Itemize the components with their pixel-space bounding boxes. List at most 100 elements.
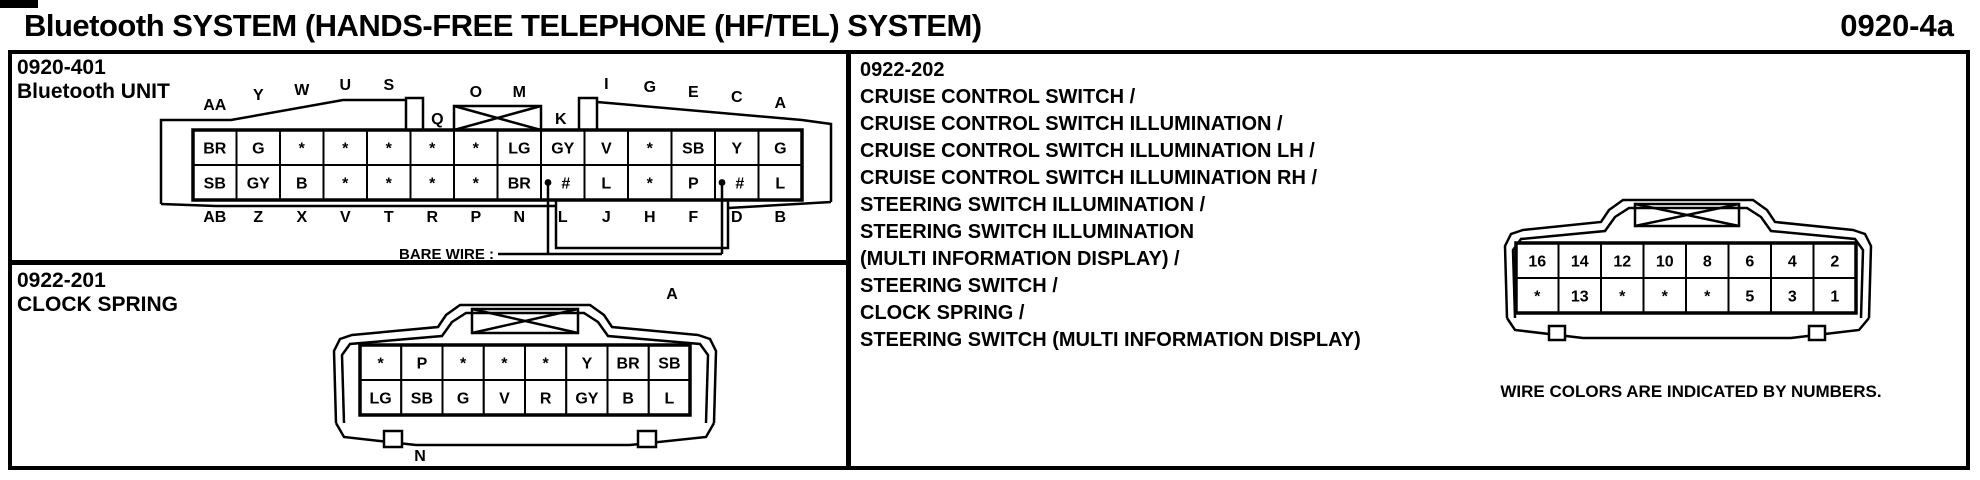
pin-letter: O — [470, 84, 482, 101]
connector-code: 0920-401 — [17, 56, 106, 79]
pin-letters-top: AA Y W U S Q O M K I G E C A — [203, 76, 786, 128]
steering-connector-diagram: 16 14 12 10 8 6 4 2 * 13 * * * 5 3 — [1503, 198, 1873, 342]
wire-color: * — [299, 141, 306, 158]
wire-color: # — [735, 176, 744, 193]
wire-number: 5 — [1745, 289, 1754, 306]
wire-number: * — [1662, 289, 1669, 306]
page-code: 0920-4a — [1840, 8, 1954, 43]
wire-number: * — [1704, 289, 1711, 306]
wire-color: GY — [575, 391, 598, 408]
connector-name: Bluetooth UNIT — [17, 80, 170, 103]
panel-clock-spring: 0922-201 CLOCK SPRING — [12, 265, 846, 466]
wire-color: * — [473, 141, 480, 158]
wire-color: * — [342, 176, 349, 193]
pin-letter: I — [604, 76, 608, 93]
pin-letter: P — [470, 209, 481, 226]
wire-color: L — [601, 176, 611, 193]
pin-letter: J — [602, 209, 611, 226]
pin-letter: Z — [253, 209, 263, 226]
wire-color: * — [429, 176, 436, 193]
pin-letter: L — [558, 209, 568, 226]
connector-usage-list: 0922-202 CRUISE CONTROL SWITCH / CRUISE … — [860, 57, 1361, 354]
wire-color-row-top: * P * * * Y BR SB — [377, 356, 680, 373]
usage-line: STEERING SWITCH ILLUMINATION / — [860, 194, 1206, 216]
connector-outline — [159, 96, 833, 250]
wire-color: SB — [658, 356, 680, 373]
connector-code: 0922-201 — [17, 269, 106, 292]
wire-number: 16 — [1528, 254, 1546, 271]
pin-letter: S — [383, 77, 394, 94]
wire-color: * — [473, 176, 480, 193]
wire-color-row-top: BR G * * * * * LG GY V * SB Y G — [203, 141, 786, 158]
wire-color: * — [342, 141, 349, 158]
wire-color: B — [622, 391, 634, 408]
pin-letter: AA — [203, 97, 227, 114]
pin-cells — [1514, 241, 1858, 315]
usage-line: CLOCK SPRING / — [860, 302, 1025, 324]
wire-color: SB — [411, 391, 433, 408]
wire-color: L — [775, 176, 785, 193]
bare-wire-label: BARE WIRE : — [399, 246, 494, 263]
pin-letter: B — [775, 209, 787, 226]
pin-letter: X — [296, 209, 307, 226]
wire-color: * — [429, 141, 436, 158]
wire-number: 10 — [1656, 254, 1674, 271]
wire-number: 3 — [1788, 289, 1797, 306]
diagram-frame: 0920-401 Bluetooth UNIT — [8, 50, 1970, 470]
pin-letter: K — [555, 111, 567, 128]
wire-color: * — [460, 356, 467, 373]
wire-color: BR — [203, 141, 227, 158]
pin-cells — [191, 128, 804, 202]
pin-letter: A — [775, 95, 787, 112]
wire-number: 13 — [1571, 289, 1589, 306]
connector-outline — [1503, 198, 1873, 342]
wire-number: 4 — [1788, 254, 1797, 271]
pin-letter: C — [731, 89, 743, 106]
pin-letter-a: A — [666, 286, 678, 303]
wire-color: BR — [508, 176, 532, 193]
pin-letter: U — [340, 77, 352, 94]
wire-color: P — [417, 356, 428, 373]
wire-color: * — [647, 176, 654, 193]
wire-color: * — [542, 356, 549, 373]
wire-color: G — [774, 141, 786, 158]
usage-line: CRUISE CONTROL SWITCH / — [860, 86, 1136, 108]
wire-color: * — [501, 356, 508, 373]
usage-line: CRUISE CONTROL SWITCH ILLUMINATION / — [860, 113, 1283, 135]
wire-number-row-bottom: * 13 * * * 5 3 1 — [1534, 289, 1839, 306]
wire-color: B — [296, 176, 308, 193]
wire-color: LG — [508, 141, 530, 158]
usage-line: CRUISE CONTROL SWITCH ILLUMINATION RH / — [860, 167, 1318, 189]
wire-number: 8 — [1703, 254, 1712, 271]
wire-color: L — [665, 391, 675, 408]
usage-line: CRUISE CONTROL SWITCH ILLUMINATION LH / — [860, 140, 1315, 162]
usage-line: STEERING SWITCH (MULTI INFORMATION DISPL… — [860, 329, 1361, 351]
wire-number: 6 — [1745, 254, 1754, 271]
pin-cells — [358, 343, 692, 417]
pin-letter: H — [644, 209, 656, 226]
wire-color: V — [499, 391, 510, 408]
connector-code: 0922-202 — [860, 59, 945, 81]
wire-color: * — [377, 356, 384, 373]
horizontal-divider — [12, 260, 851, 265]
wire-color: Y — [731, 141, 742, 158]
bluetooth-unit-connector-diagram: BR G * * * * * LG GY V * SB Y G SB — [159, 76, 833, 263]
pin-letter: G — [644, 79, 656, 96]
wire-color: * — [386, 141, 393, 158]
wire-color: BR — [617, 356, 641, 373]
pin-letter: Y — [253, 87, 264, 104]
wire-color: * — [647, 141, 654, 158]
wire-color: P — [688, 176, 699, 193]
wire-number: 1 — [1830, 289, 1839, 306]
wire-number: 12 — [1613, 254, 1631, 271]
wire-color: G — [457, 391, 469, 408]
pin-letter: T — [384, 209, 394, 226]
panel-bluetooth-unit: 0920-401 Bluetooth UNIT — [12, 54, 846, 263]
wire-colors-note: WIRE COLORS ARE INDICATED BY NUMBERS. — [1500, 382, 1882, 401]
wire-color: SB — [682, 141, 704, 158]
page-title: Bluetooth SYSTEM (HANDS-FREE TELEPHONE (… — [24, 8, 982, 43]
pin-letter: Q — [431, 111, 443, 128]
wire-color: LG — [369, 391, 391, 408]
scan-artifact — [0, 0, 38, 8]
pin-letter: R — [427, 209, 439, 226]
